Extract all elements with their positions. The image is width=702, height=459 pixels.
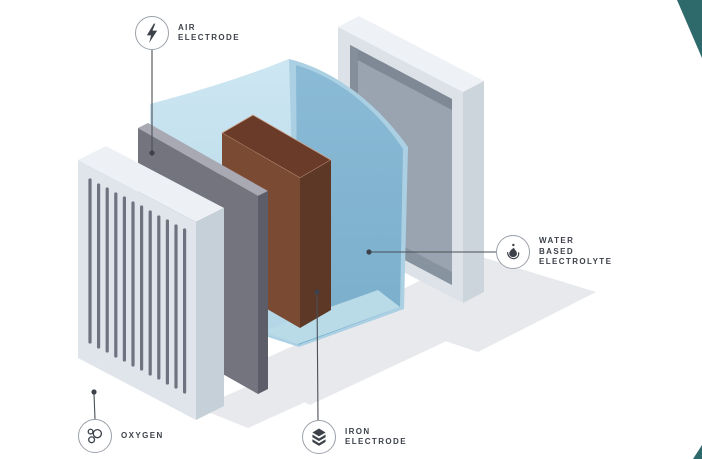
teal-corner-bottom-right bbox=[693, 445, 702, 459]
layered-stack-icon bbox=[302, 420, 336, 454]
label-text-oxygen: OXYGEN bbox=[121, 431, 164, 442]
lightning-bolt-icon bbox=[135, 16, 169, 50]
label-oxygen: OXYGEN bbox=[78, 419, 164, 453]
label-text-iron-electrode: IRON ELECTRODE bbox=[345, 427, 407, 448]
label-line: AIR bbox=[178, 22, 196, 32]
label-air-electrode: AIR ELECTRODE bbox=[135, 16, 240, 50]
label-water-based-electrolyte: WATER BASED ELECTROLYTE bbox=[496, 235, 612, 269]
label-line: ELECTRODE bbox=[345, 437, 407, 446]
water-electrolyte-leader bbox=[366, 249, 496, 255]
label-line: ELECTRODE bbox=[178, 33, 240, 42]
frame-top-face bbox=[338, 16, 484, 92]
label-iron-electrode: IRON ELECTRODE bbox=[302, 420, 407, 454]
vented-casing-panel bbox=[78, 146, 224, 420]
label-line: OXYGEN bbox=[121, 430, 164, 440]
label-line: BASED bbox=[539, 246, 575, 256]
label-line: WATER bbox=[539, 236, 575, 246]
frame-side-face bbox=[463, 81, 484, 303]
floor-shadows bbox=[198, 254, 596, 428]
label-line: IRON bbox=[345, 426, 371, 436]
air-electrode-leader bbox=[149, 50, 155, 156]
label-text-water-based-electrolyte: WATER BASED ELECTROLYTE bbox=[539, 236, 612, 268]
shadow-shape bbox=[198, 372, 332, 428]
oxygen-leader bbox=[91, 389, 97, 420]
teal-corner-top-right bbox=[677, 0, 702, 58]
water-droplet-icon bbox=[496, 235, 530, 269]
panel-side-face bbox=[196, 208, 224, 420]
panel-top-face bbox=[78, 146, 224, 222]
bubbles-icon bbox=[78, 419, 112, 453]
frame-inner-shadow-top bbox=[350, 45, 452, 110]
iron-electrode-leader bbox=[314, 289, 320, 421]
label-line: ELECTROLYTE bbox=[539, 257, 613, 267]
plate-side-face bbox=[258, 191, 268, 394]
label-text-air-electrode: AIR ELECTRODE bbox=[178, 23, 240, 44]
iron-block-side-face bbox=[300, 160, 331, 328]
electrolyte-floor bbox=[263, 290, 400, 344]
leader-lines bbox=[91, 50, 496, 421]
vent-slats bbox=[88, 178, 187, 394]
plate-top-face bbox=[138, 123, 268, 196]
